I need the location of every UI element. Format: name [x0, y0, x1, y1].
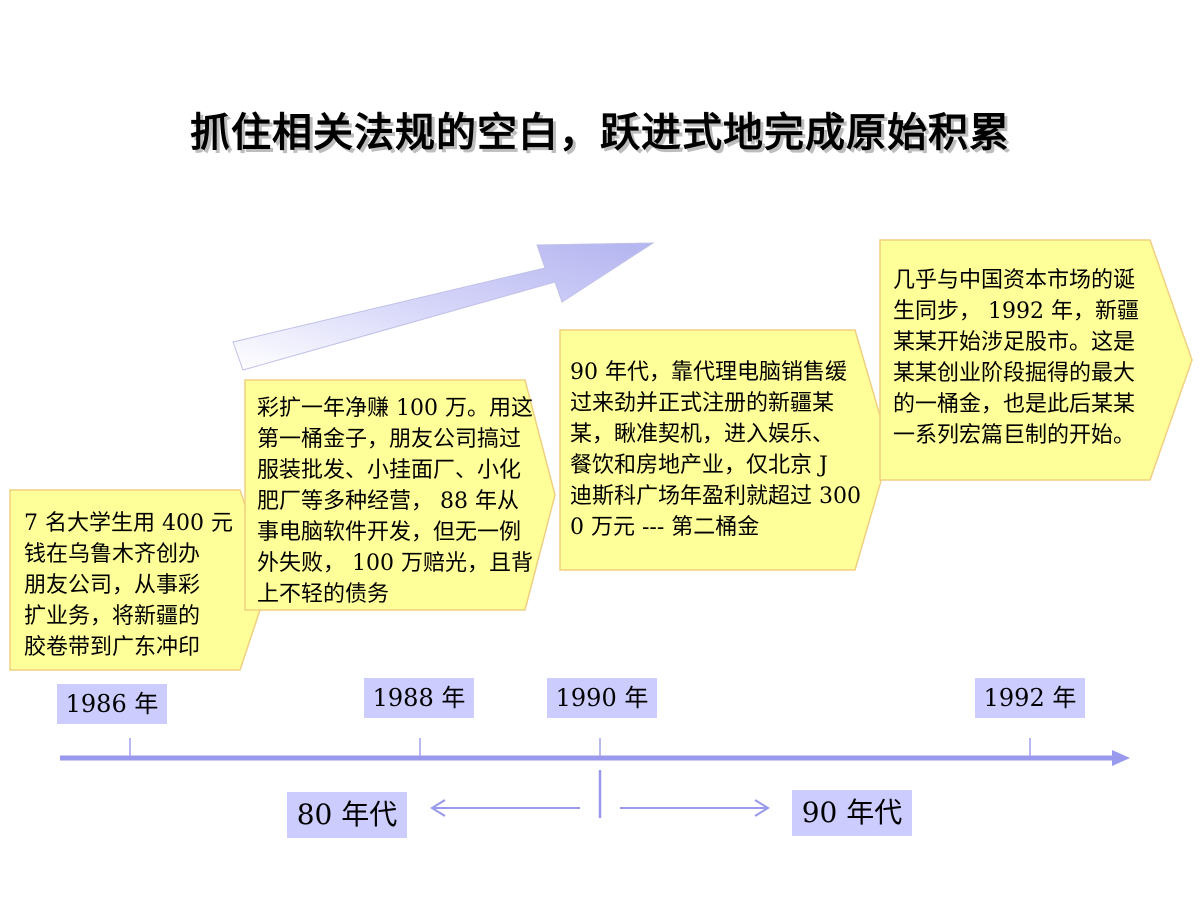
era-label-80s: 80 年代 — [287, 792, 407, 838]
callout-shape-1990 — [559, 329, 891, 571]
event-text-1986: 7 名大学生用 400 元 钱在乌鲁木齐创办 朋友公司，从事彩 扩业务，将新疆的… — [24, 511, 233, 660]
growth-arrow — [232, 242, 655, 371]
callout-shape-1986 — [9, 489, 271, 671]
event-text-1992: 几乎与中国资本市场的诞 生同步， 1992 年，新疆 某某开始涉足股市。这是 某… — [893, 268, 1139, 448]
callout-shape-1992 — [879, 239, 1193, 481]
page-title: 抓住相关法规的空白，跃进式地完成原始积累 — [190, 110, 1010, 156]
arrow-left-head — [430, 799, 446, 817]
callout-shape-1988 — [244, 379, 556, 611]
year-label-1992: 1992 年 — [975, 678, 1085, 718]
year-label-1988: 1988 年 — [364, 678, 474, 718]
arrow-right-head — [754, 799, 770, 817]
event-text-1988: 彩扩一年净赚 100 万。用这 第一桶金子，朋友公司搞过 服装批发、小挂面厂、小… — [257, 396, 533, 607]
year-label-1986: 1986 年 — [57, 684, 167, 724]
year-label-1990: 1990 年 — [547, 678, 657, 718]
era-label-90s: 90 年代 — [792, 790, 912, 836]
event-text-1990: 90 年代，靠代理电脑销售缓 过来劲并正式注册的新疆某 某，瞅准契机，进入娱乐、… — [570, 360, 861, 540]
timeline-arrowhead — [1112, 750, 1130, 766]
